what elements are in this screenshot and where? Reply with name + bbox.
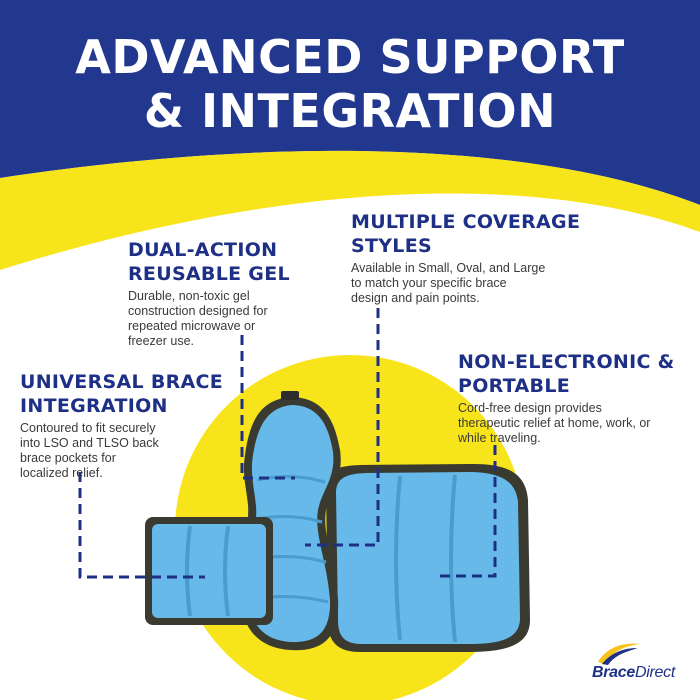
yellow-swoosh <box>0 150 700 270</box>
leader-brace <box>78 472 205 579</box>
feature-gel-desc: Durable, non-toxic gel construction desi… <box>128 289 268 348</box>
small-gel-pad <box>145 517 273 625</box>
logo-word-direct: Direct <box>634 664 675 681</box>
feature-coverage: MULTIPLE COVERAGE STYLES Available in Sm… <box>351 210 611 306</box>
feature-brace-desc: Contoured to fit securely into LSO and T… <box>20 421 159 480</box>
feature-portable-title: NON-ELECTRONIC & PORTABLE <box>458 351 675 397</box>
heading-line-2: & INTEGRATION <box>143 84 557 138</box>
large-gel-pad <box>326 463 530 652</box>
heading-line-1: ADVANCED SUPPORT <box>75 30 625 84</box>
feature-gel: DUAL-ACTION REUSABLE GEL Durable, non-to… <box>128 238 328 349</box>
logo-text: BraceDirect <box>592 664 675 682</box>
feature-brace-title: UNIVERSAL BRACE INTEGRATION <box>20 371 224 417</box>
feature-gel-title: DUAL-ACTION REUSABLE GEL <box>128 239 290 285</box>
feature-portable-desc: Cord-free design provides therapeutic re… <box>458 401 651 445</box>
main-heading: ADVANCED SUPPORT & INTEGRATION <box>0 30 700 138</box>
leader-gel <box>240 335 295 480</box>
leader-portable <box>435 445 497 578</box>
feature-coverage-title: MULTIPLE COVERAGE STYLES <box>351 211 581 257</box>
leader-lines <box>78 308 497 579</box>
feature-portable: NON-ELECTRONIC & PORTABLE Cord-free desi… <box>458 350 693 446</box>
feature-brace: UNIVERSAL BRACE INTEGRATION Contoured to… <box>20 370 230 481</box>
logo-swoosh-icon <box>598 643 640 665</box>
brand-logo: BraceDirect <box>588 640 688 690</box>
navy-header-band <box>0 0 700 205</box>
logo-word-brace: Brace <box>592 664 635 681</box>
feature-coverage-desc: Available in Small, Oval, and Large to m… <box>351 261 546 305</box>
